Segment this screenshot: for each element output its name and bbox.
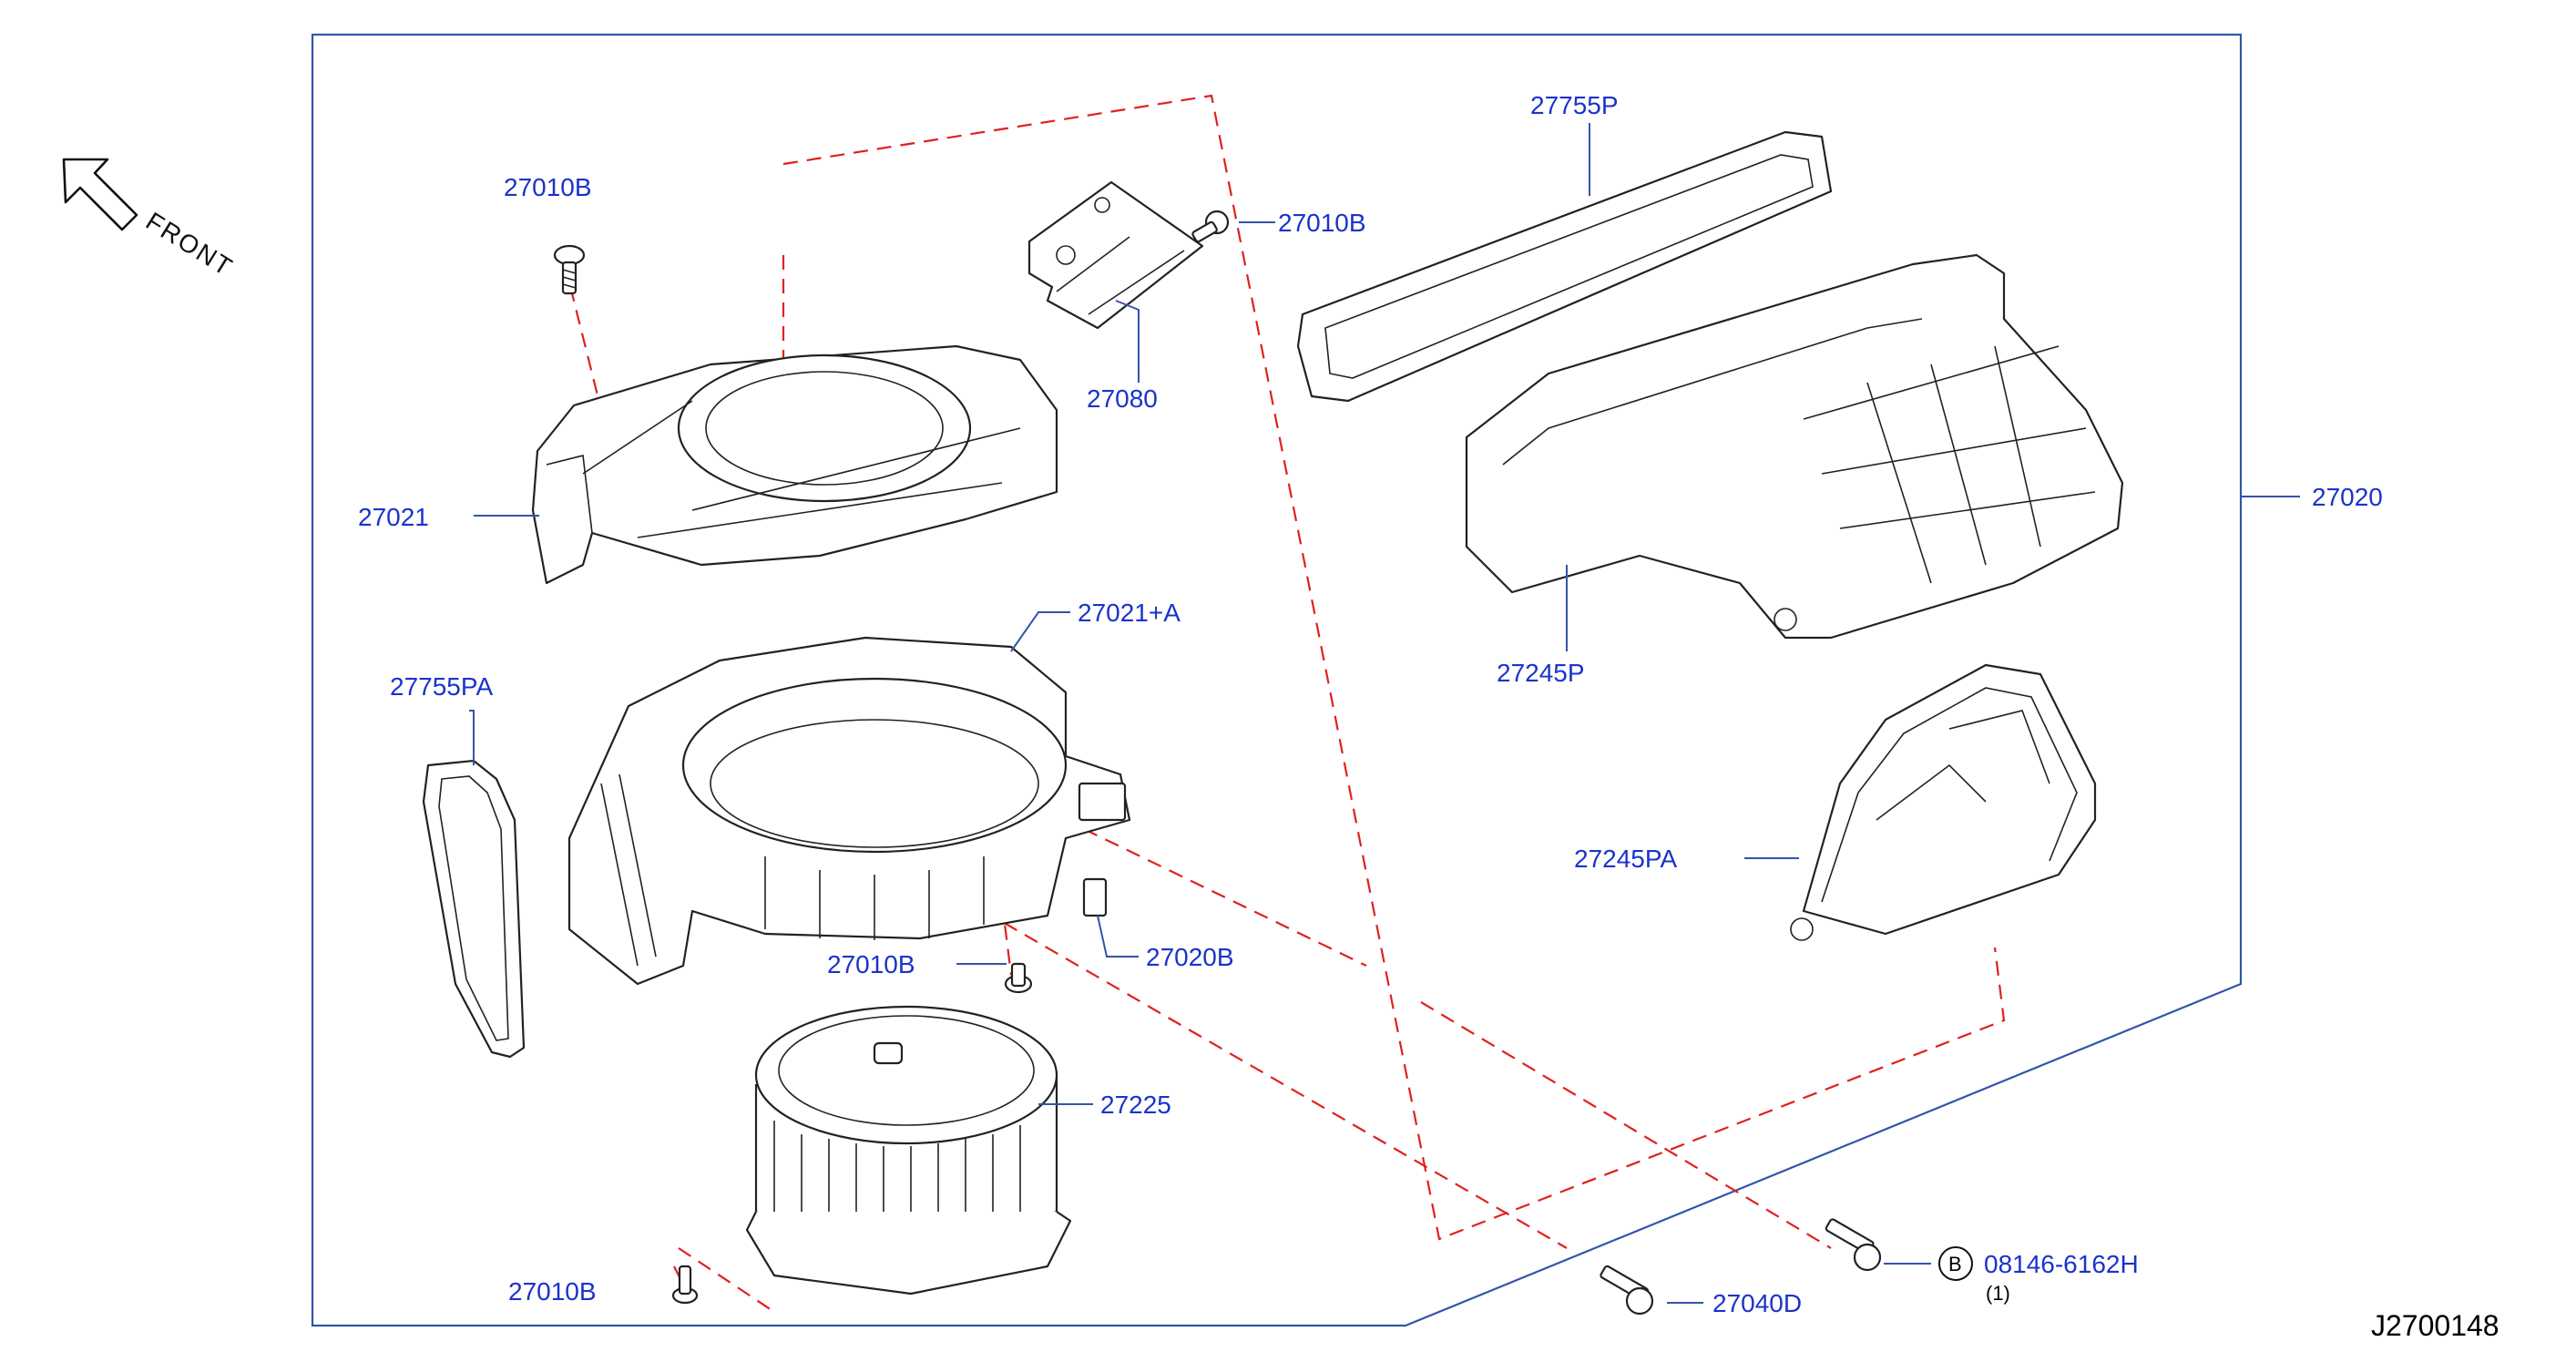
screw-top-right [1191,210,1230,243]
screw-top-left [553,244,586,295]
label-27010b-right: 27010B [1278,209,1366,237]
label-27010b-middle: 27010B [827,950,915,978]
label-27010b-top: 27010B [504,173,592,201]
label-27020: 27020 [2312,483,2383,511]
bolt-symbol-badge: B [1938,1246,1973,1281]
label-27225: 27225 [1100,1091,1171,1119]
gasket-top-part [1296,130,1833,403]
resistor-module-part [1027,180,1204,330]
assembly-frame [311,33,2243,1327]
intake-duct-part [1465,253,2124,640]
diagram-reference-code: J2700148 [2371,1309,2499,1342]
front-label: FRONT [141,207,239,282]
assembly-guide-lines [563,94,2006,1313]
bolt-08146-part [1825,1218,1882,1272]
label-27245pa: 27245PA [1574,845,1677,873]
label-27021: 27021 [358,503,429,531]
filter-cover-part [1790,663,2097,941]
label-08146-6162h: 08146-6162H [1984,1250,2139,1278]
leader-lines [469,123,2300,1304]
label-27755p: 27755P [1530,91,1619,119]
lower-housing-part [567,636,1131,986]
label-27080: 27080 [1087,384,1158,413]
screw-bottom-left [671,1265,699,1305]
label-27245p: 27245P [1497,659,1585,687]
gasket-side-part [422,759,526,1059]
label-quantity: (1) [1986,1282,2010,1305]
clip-part [1082,877,1108,917]
bolt-symbol-letter: B [1948,1253,1962,1275]
screw-middle [1004,962,1033,994]
upper-housing-part [531,344,1058,585]
bolt-27040d-part [1600,1265,1654,1316]
label-27020b: 27020B [1146,943,1234,971]
front-direction-indicator: FRONT [62,158,239,282]
label-27755pa: 27755PA [390,672,493,701]
label-27021a: 27021+A [1078,599,1181,627]
label-27010b-bottom: 27010B [508,1277,597,1306]
front-arrow-icon [62,158,138,231]
blower-motor-part [745,1005,1072,1296]
label-27040d: 27040D [1712,1289,1802,1317]
